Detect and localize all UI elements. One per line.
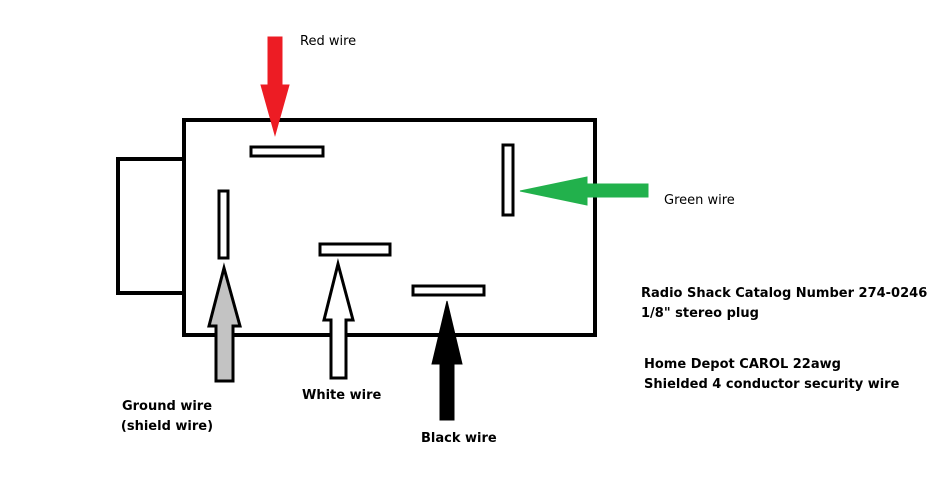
red-wire-label: Red wire — [300, 34, 357, 49]
plug-body — [182, 118, 597, 337]
cable-note-line1: Home Depot CAROL 22awg — [644, 357, 841, 372]
black-terminal — [411, 284, 486, 297]
ground-wire-label-line2: (shield wire) — [120, 419, 214, 434]
ground-wire-label: Ground wire (shield wire) — [118, 397, 216, 437]
cable-note: Home Depot CAROL 22awg Shielded 4 conduc… — [644, 355, 899, 395]
white-wire-arrow — [322, 258, 355, 380]
plug-note-line1: Radio Shack Catalog Number 274-0246 — [641, 286, 928, 301]
green-wire-label: Green wire — [664, 193, 735, 208]
white-wire-label: White wire — [302, 388, 382, 403]
red-terminal — [249, 145, 325, 158]
plug-note-line2: 1/8" stereo plug — [641, 306, 759, 321]
plug-shaft — [116, 157, 184, 295]
black-wire-label: Black wire — [421, 431, 497, 446]
green-terminal — [501, 143, 515, 217]
cable-note-line2: Shielded 4 conductor security wire — [644, 377, 900, 392]
ground-terminal — [217, 189, 230, 260]
ground-wire-label-line1: Ground wire — [121, 399, 213, 414]
green-wire-arrow — [519, 176, 649, 206]
white-terminal — [318, 242, 392, 257]
ground-wire-arrow — [207, 262, 242, 383]
black-wire-arrow — [431, 300, 463, 421]
plug-note: Radio Shack Catalog Number 274-0246 1/8"… — [641, 284, 927, 324]
red-wire-arrow — [260, 36, 290, 137]
